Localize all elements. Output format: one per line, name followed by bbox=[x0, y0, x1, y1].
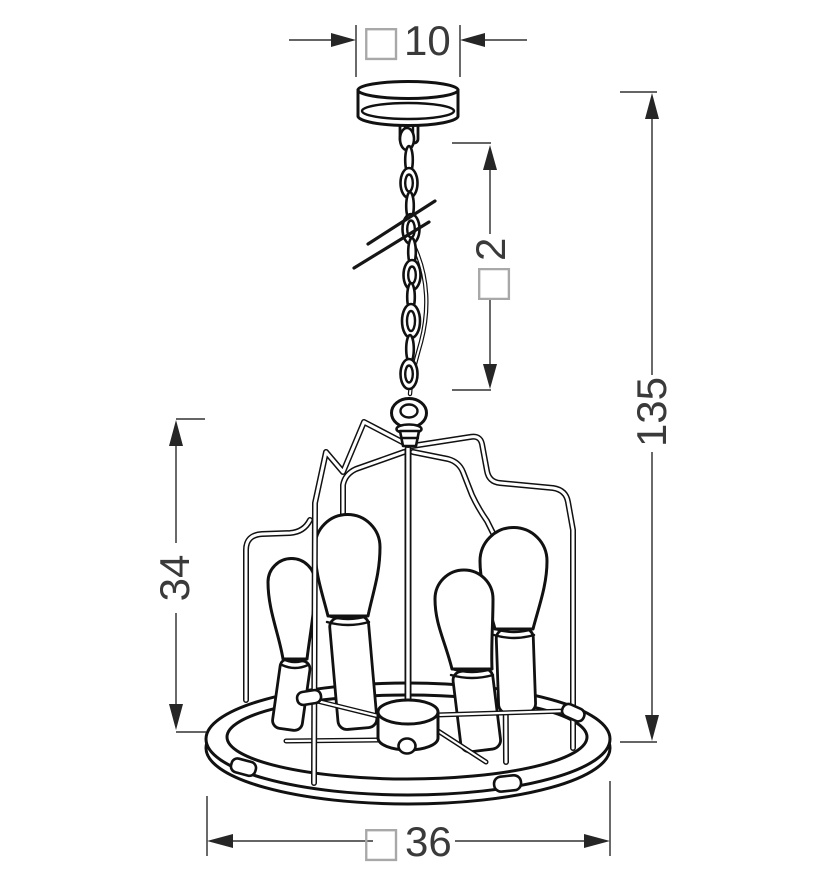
bulb-rim bbox=[325, 620, 371, 627]
bulb-4 bbox=[478, 526, 549, 715]
square-symbol: □ bbox=[466, 264, 515, 304]
square-symbol: □ bbox=[361, 16, 401, 65]
break-line bbox=[366, 199, 437, 246]
ring-feet bbox=[229, 688, 586, 793]
bulb-socket bbox=[494, 627, 537, 715]
ring-foot bbox=[229, 757, 258, 778]
bulb-rim bbox=[493, 627, 535, 634]
square-symbol: □ bbox=[361, 817, 401, 866]
dim-ring-diameter: □ 36 bbox=[206, 781, 611, 866]
dim-arrow-icon bbox=[645, 93, 659, 119]
cage-arm-front-right-inner bbox=[410, 435, 575, 750]
spoke-sw-inner bbox=[284, 738, 382, 743]
hanging-ring bbox=[390, 397, 428, 448]
bulb-rim bbox=[492, 633, 536, 640]
bulb-rim bbox=[449, 673, 495, 680]
dim-arrow-icon bbox=[460, 33, 485, 47]
chain-link-hole bbox=[405, 309, 417, 333]
hub-top bbox=[376, 698, 440, 726]
chain-break-mark bbox=[352, 199, 437, 270]
dim-arrow-icon bbox=[169, 420, 183, 446]
bulb-rim bbox=[280, 663, 310, 670]
suspension-chain bbox=[399, 144, 422, 391]
chain-link-hole bbox=[404, 364, 415, 384]
bulb-rim bbox=[281, 657, 309, 664]
dim-arrow-icon bbox=[645, 715, 659, 741]
cage-arm-front-left-upper-inner bbox=[341, 450, 406, 550]
bulb-socket bbox=[451, 667, 502, 754]
spoke-se-inner bbox=[433, 727, 488, 764]
bulb-3 bbox=[433, 568, 502, 754]
cage-arm-back-left-inner bbox=[312, 420, 410, 785]
spoke-e-inner bbox=[434, 709, 568, 717]
dim-total-height: 135 bbox=[620, 91, 675, 743]
bulb-rim bbox=[326, 614, 370, 621]
canopy bbox=[356, 80, 460, 127]
dim-arrow-icon bbox=[483, 145, 497, 170]
dim-chain-length: □ 2 bbox=[452, 142, 515, 391]
dim-canopy-width: □ 10 bbox=[289, 16, 527, 77]
canopy-inner-rim bbox=[360, 101, 456, 121]
bulb-glass bbox=[433, 568, 495, 671]
canopy-bottom-arc bbox=[356, 114, 460, 127]
ring-foot bbox=[492, 773, 523, 793]
hub bbox=[376, 698, 440, 755]
bulb-1 bbox=[266, 557, 317, 732]
cage-arm-left-outer-inner bbox=[244, 518, 312, 702]
ring-loop-outer bbox=[390, 397, 428, 429]
bulb-2 bbox=[313, 513, 382, 731]
bulb-glass bbox=[313, 513, 382, 618]
ring-foot bbox=[295, 688, 323, 707]
break-line bbox=[352, 220, 431, 270]
ring-loop-inner bbox=[399, 403, 419, 419]
dim-cage-height: 34 bbox=[151, 418, 206, 733]
dim-arrow-icon bbox=[331, 33, 356, 47]
chain-link bbox=[399, 357, 419, 391]
bulb-glass bbox=[266, 557, 317, 661]
dim-chain-length-label: 2 bbox=[467, 238, 514, 261]
canopy-top bbox=[356, 80, 460, 100]
dim-arrow-icon bbox=[169, 704, 183, 730]
dim-arrow-icon bbox=[584, 834, 610, 848]
hub-knob bbox=[397, 737, 417, 755]
dim-arrow-icon bbox=[207, 834, 233, 848]
ring-foot bbox=[560, 702, 586, 723]
cage-frame-front bbox=[243, 419, 576, 786]
dim-cage-height-label: 34 bbox=[151, 555, 198, 602]
dim-arrow-icon bbox=[483, 364, 497, 389]
bulb-rim bbox=[450, 667, 494, 674]
dim-ring-diameter-label: 36 bbox=[405, 818, 452, 865]
dim-total-height-label: 135 bbox=[628, 377, 675, 447]
chain-link bbox=[400, 302, 422, 340]
dim-canopy-width-label: 10 bbox=[404, 17, 451, 64]
